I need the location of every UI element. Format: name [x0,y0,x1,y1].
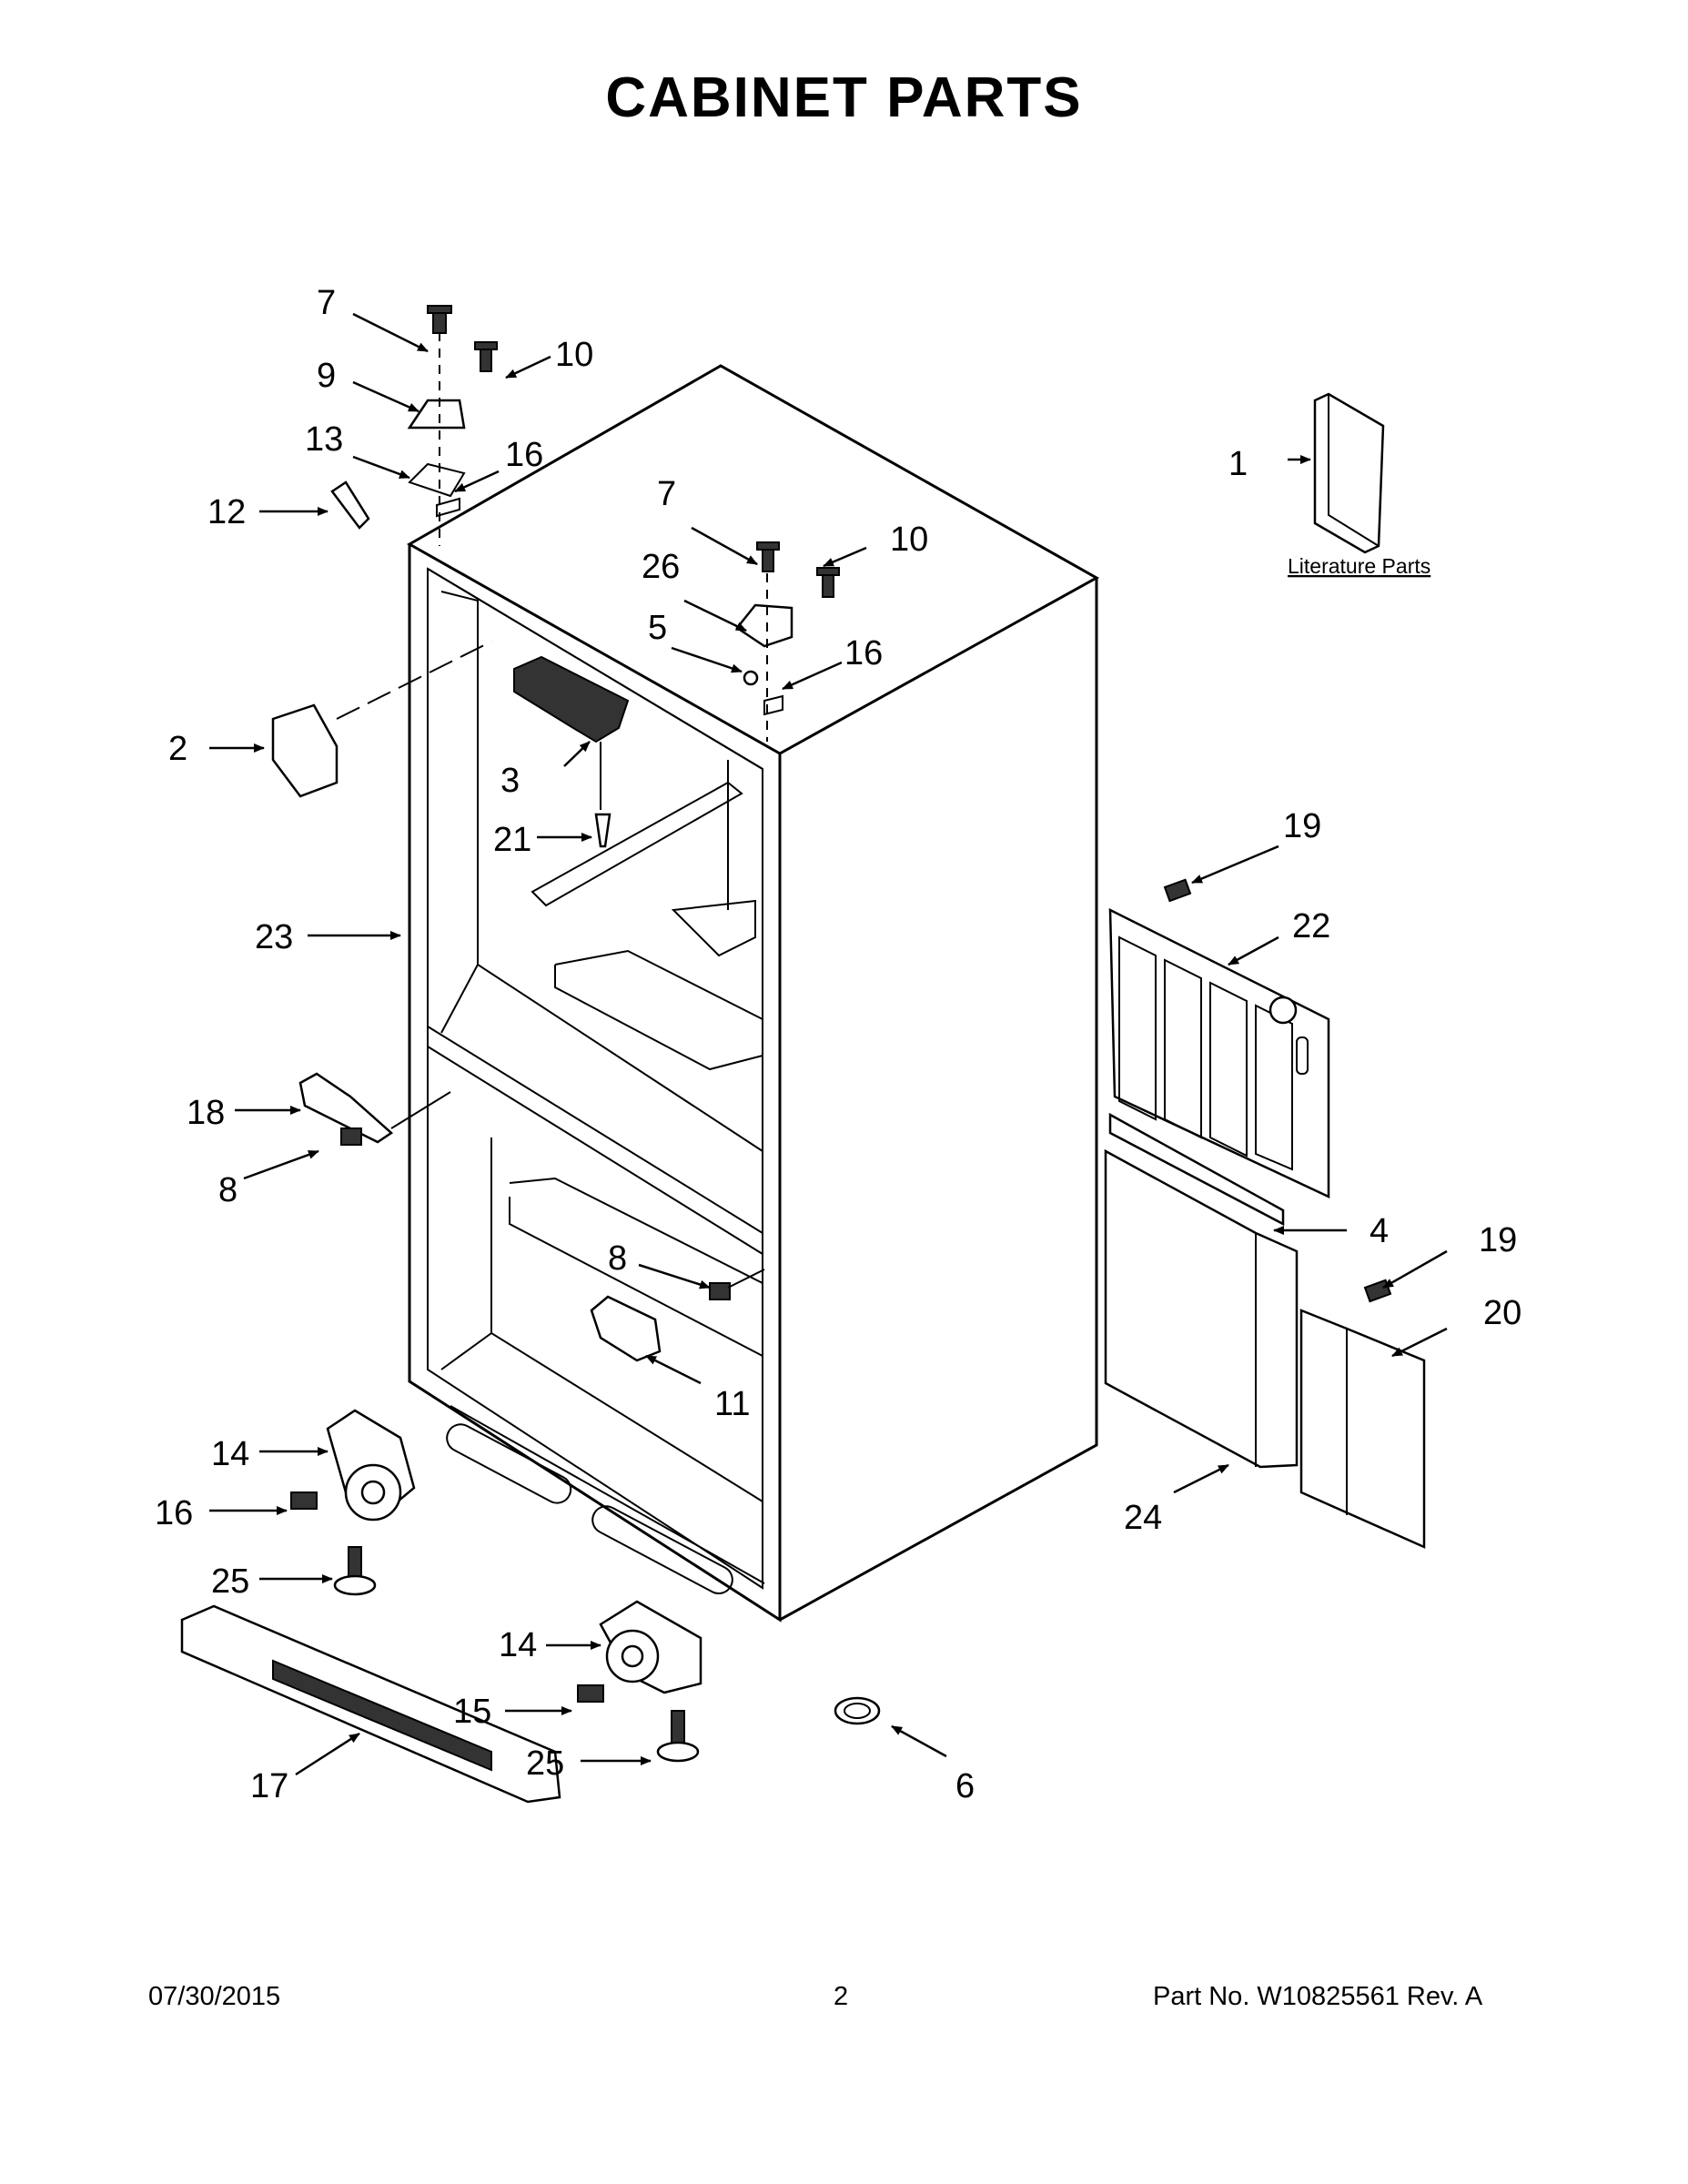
callout-16: 16 [155,1494,193,1532]
toe-grille [180,1604,561,1804]
callout-7: 7 [657,475,676,513]
refrigerator-cabinet [406,364,1100,1623]
callout-3: 3 [500,762,520,800]
callout-9: 9 [317,357,336,395]
center-rollout-bracket [590,1269,765,1362]
callout-16: 16 [844,634,883,672]
page-title: CABINET PARTS [605,66,1083,129]
drain-plug [834,1696,881,1725]
rear-screw [1163,878,1192,903]
callout-12: 12 [207,493,246,531]
footer-part-number: Part No. W10825561 Rev. A [1153,1982,1483,2011]
callout-14: 14 [211,1435,249,1473]
callout-8: 8 [218,1171,238,1209]
callout-26: 26 [642,548,680,586]
rear-access-panel [1108,907,1330,1198]
literature-booklet [1313,392,1385,554]
callout-23: 23 [255,918,293,956]
callout-14: 14 [499,1626,537,1664]
callout-13: 13 [305,420,343,459]
callout-labels: 7 10 9 13 16 12 2 23 7 10 26 5 16 3 21 1… [155,284,1521,1805]
callout-7: 7 [317,284,336,322]
callout-19: 19 [1479,1221,1517,1259]
callout-19: 19 [1283,807,1321,845]
lower-rear-panel [1104,1148,1299,1469]
literature-parts-label: Literature Parts [1288,554,1430,578]
callout-25: 25 [211,1562,249,1601]
callout-2: 2 [168,730,187,768]
footer-date: 07/30/2015 [148,1982,281,2011]
callout-18: 18 [187,1094,225,1132]
callout-15: 15 [453,1693,491,1731]
callout-20: 20 [1483,1294,1521,1332]
left-roller-assembly [290,1409,416,1596]
callout-25: 25 [526,1744,564,1783]
control-module [271,641,492,798]
callout-8: 8 [608,1239,627,1278]
control-housing [513,655,630,848]
callout-17: 17 [250,1767,288,1805]
right-roller-assembly [577,1600,702,1763]
seal-strip [1108,1112,1285,1227]
top-center-hinge-assembly [735,541,840,742]
callout-22: 22 [1292,907,1330,945]
callout-6: 6 [955,1767,975,1805]
callout-11: 11 [714,1385,750,1423]
callout-10: 10 [555,336,593,374]
side-cover-panel [1299,1279,1426,1549]
callout-4: 4 [1370,1212,1389,1250]
callout-16: 16 [505,436,543,474]
callout-5: 5 [648,609,667,647]
footer-page-number: 2 [834,1982,849,2011]
callout-24: 24 [1124,1499,1162,1537]
callout-21: 21 [493,821,531,859]
top-left-hinge-assembly [407,305,498,546]
callout-1: 1 [1228,445,1248,483]
callout-10: 10 [890,521,928,559]
callout-arrows [209,312,1448,1776]
left-center-bracket [298,1072,451,1146]
hinge-shim [330,480,370,530]
